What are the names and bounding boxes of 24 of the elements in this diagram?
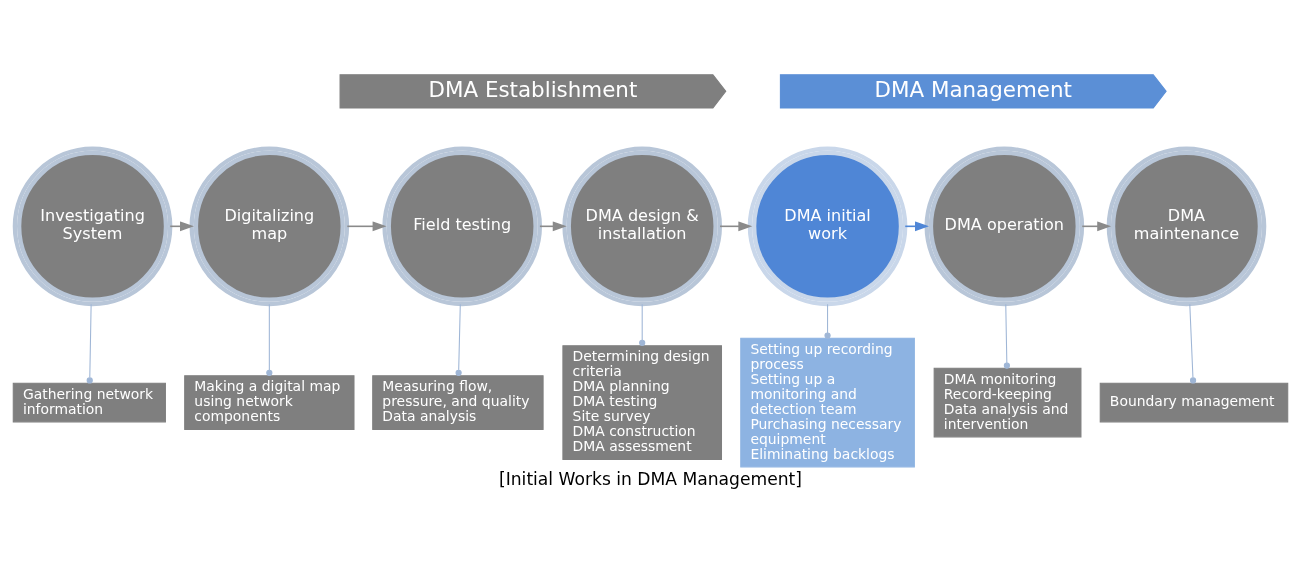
node-box: Gathering network information bbox=[12, 382, 166, 422]
connector bbox=[824, 303, 831, 339]
connector bbox=[1189, 303, 1197, 384]
node-box: Measuring flow, pressure, and quality Data analysis bbox=[372, 374, 544, 430]
node-circle: Field testing bbox=[382, 146, 543, 306]
node-box: Boundary management bbox=[1099, 382, 1289, 422]
arrow bbox=[346, 220, 387, 231]
arrow bbox=[719, 220, 753, 231]
node-circle: Digitalizing map bbox=[189, 146, 350, 306]
node-circle: DMA operation bbox=[924, 146, 1085, 306]
connector bbox=[266, 303, 273, 376]
caption: [Initial Works in DMA Management] bbox=[499, 468, 802, 489]
connector bbox=[1003, 303, 1010, 369]
connector bbox=[639, 303, 646, 346]
node-circle: DMA initial work bbox=[747, 146, 908, 306]
node-circle: DMA maintenance bbox=[1106, 146, 1267, 306]
node-box: DMA monitoring Record-keeping Data analysis and intervention bbox=[933, 367, 1082, 437]
node-circle: DMA design & installation bbox=[562, 146, 723, 306]
node-circle: Investigating System bbox=[12, 146, 173, 306]
connector bbox=[86, 303, 93, 384]
connector bbox=[455, 303, 462, 376]
node-box: Determining design criteria DMA planning DMA testing Site survey DMA construction DMA assessment bbox=[562, 344, 722, 460]
node-box: Making a digital map using network components bbox=[184, 374, 355, 430]
node-box: Setting up recording process Setting up a monitoring and detection team Purchasing necessary equipment Eliminating backlogs bbox=[740, 337, 915, 467]
